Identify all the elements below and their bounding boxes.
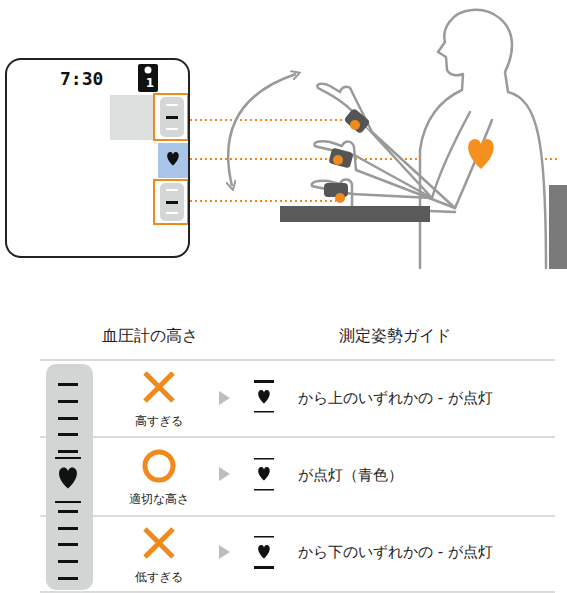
height-indicator bbox=[46, 364, 93, 590]
time-display: 7:30 bbox=[60, 70, 103, 88]
person-figure bbox=[312, 10, 546, 268]
side-bar bbox=[549, 185, 567, 269]
judgement-mark bbox=[145, 373, 173, 557]
row-caption: 低すぎる bbox=[135, 570, 183, 584]
heart-symbol bbox=[468, 139, 494, 169]
user-number: 1 bbox=[146, 77, 154, 89]
column-header: 血圧計の高さ bbox=[102, 326, 198, 345]
arrow-triangle bbox=[219, 391, 230, 559]
row-caption: 適切な高さ bbox=[129, 492, 189, 506]
guide-icon bbox=[254, 380, 274, 569]
monitor-display: 7:30 1 bbox=[5, 58, 190, 258]
guide-text: から上のいずれかの - が点灯 bbox=[298, 389, 493, 407]
cuff bbox=[324, 108, 371, 203]
table-rule bbox=[40, 360, 555, 592]
guide-text: が点灯（青色） bbox=[298, 466, 403, 484]
desk bbox=[280, 206, 430, 222]
move-arrow bbox=[228, 74, 296, 186]
guide-text: から下のいずれかの - が点灯 bbox=[298, 543, 493, 561]
row-caption: 高すぎる bbox=[135, 414, 183, 428]
column-header: 測定姿勢ガイド bbox=[339, 326, 451, 345]
monitor-screen bbox=[110, 64, 188, 224]
